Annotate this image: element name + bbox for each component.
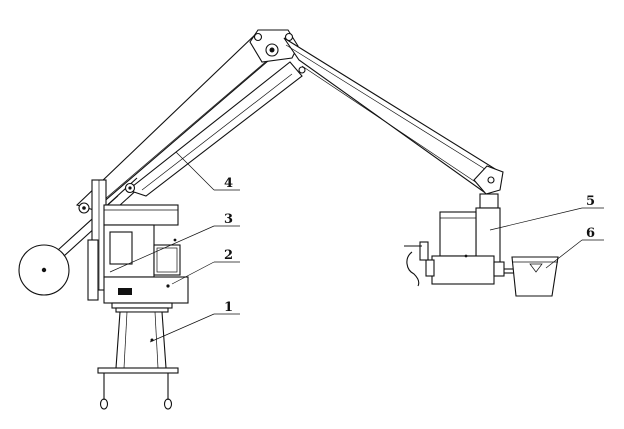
ladle [504, 256, 559, 297]
counterweight-disc [18, 244, 70, 296]
pedestal-base [97, 311, 179, 374]
mast [87, 179, 107, 301]
forearm [283, 37, 504, 195]
main-arm [75, 31, 303, 211]
slewing-body [103, 204, 189, 304]
callout-4: 4 [224, 176, 233, 191]
anchor-bolts [99, 373, 173, 410]
wrist-unit [404, 193, 505, 287]
slewing-ring [111, 302, 173, 313]
callout-1: 1 [224, 300, 233, 315]
callout-6: 6 [586, 226, 595, 241]
leader-lines [109, 151, 604, 343]
callout-3: 3 [224, 212, 233, 227]
callout-5: 5 [586, 194, 595, 209]
top-pivot [249, 29, 299, 63]
callout-2: 2 [224, 248, 233, 263]
